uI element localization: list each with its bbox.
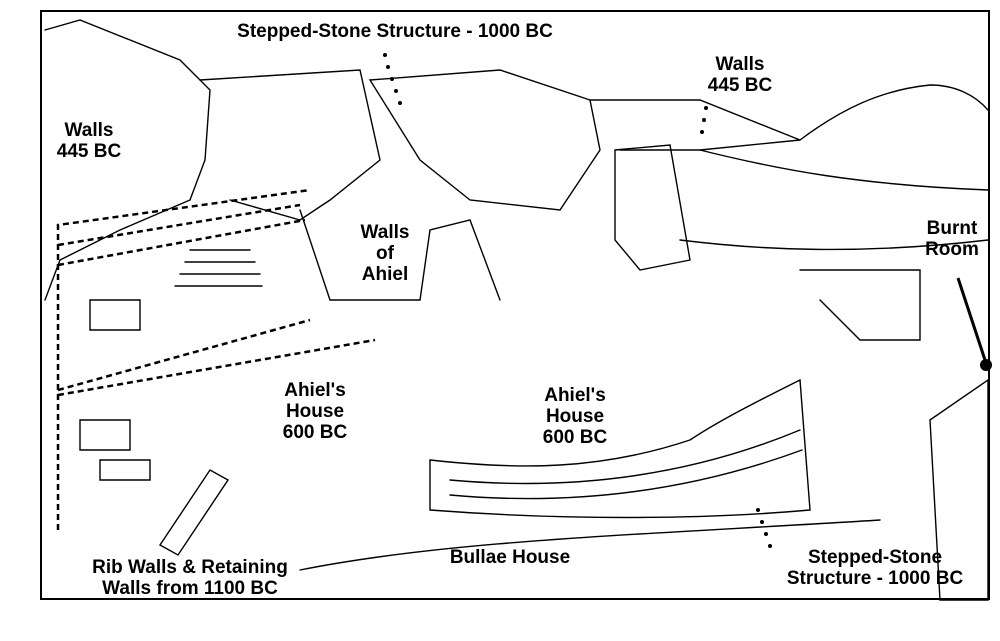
burnt-room-pointer-line <box>956 277 987 361</box>
left-wall-outline <box>44 19 211 301</box>
leader-dot <box>398 101 402 105</box>
leader-dot <box>702 118 706 122</box>
hill-slope <box>699 149 989 191</box>
leader-dot <box>760 520 764 524</box>
label-rib-walls: Rib Walls & Retaining Walls from 1100 BC <box>92 557 288 599</box>
label-stepped-stone-top: Stepped-Stone Structure - 1000 BC <box>237 21 553 42</box>
top-right-wall <box>589 99 801 151</box>
rib-wall-dashed-5 <box>57 338 376 397</box>
label-walls-left: Walls 445 BC <box>56 120 122 162</box>
central-walls <box>299 209 501 301</box>
upper-rubble-outline <box>199 69 381 221</box>
ground-line <box>679 239 989 251</box>
label-bullae-house: Bullae House <box>449 547 571 568</box>
rib-wall-dashed-2 <box>57 203 301 247</box>
stepped-wall-curve <box>429 378 811 519</box>
right-block <box>929 378 989 601</box>
foreground-pipe <box>158 469 230 556</box>
drawing-frame <box>40 10 990 600</box>
leader-dot <box>383 53 387 57</box>
burnt-room-pointer-dot <box>980 359 992 371</box>
leader-dot <box>768 544 772 548</box>
bullae-ground <box>299 519 881 571</box>
label-stepped-stone-bottom: Stepped-Stone Structure - 1000 BC <box>786 547 964 589</box>
rib-wall-dashed-3 <box>57 218 306 267</box>
leader-dot <box>394 89 398 93</box>
leader-dot <box>756 508 760 512</box>
tower-outline <box>614 144 691 271</box>
label-burnt-room: Burnt Room <box>925 218 979 260</box>
leader-dot <box>764 532 768 536</box>
label-walls-top-right: Walls 445 BC <box>707 54 773 96</box>
label-ahiel-house-left: Ahiel's House 600 BC <box>282 380 348 443</box>
left-stones <box>79 299 151 481</box>
leader-dot <box>386 65 390 69</box>
stepped-structure-outline <box>368 69 601 211</box>
label-ahiel-house-right: Ahiel's House 600 BC <box>542 385 608 448</box>
burnt-room-outline <box>799 269 921 341</box>
leader-dot <box>704 106 708 110</box>
leader-dot <box>390 77 394 81</box>
stairs <box>174 249 263 287</box>
hill-outline <box>799 84 989 141</box>
label-walls-of-ahiel: Walls of Ahiel <box>360 222 410 285</box>
rib-wall-dashed-1 <box>56 188 311 530</box>
rib-wall-dashed-4 <box>57 318 311 392</box>
leader-dot <box>700 130 704 134</box>
stone-bands <box>449 429 803 500</box>
